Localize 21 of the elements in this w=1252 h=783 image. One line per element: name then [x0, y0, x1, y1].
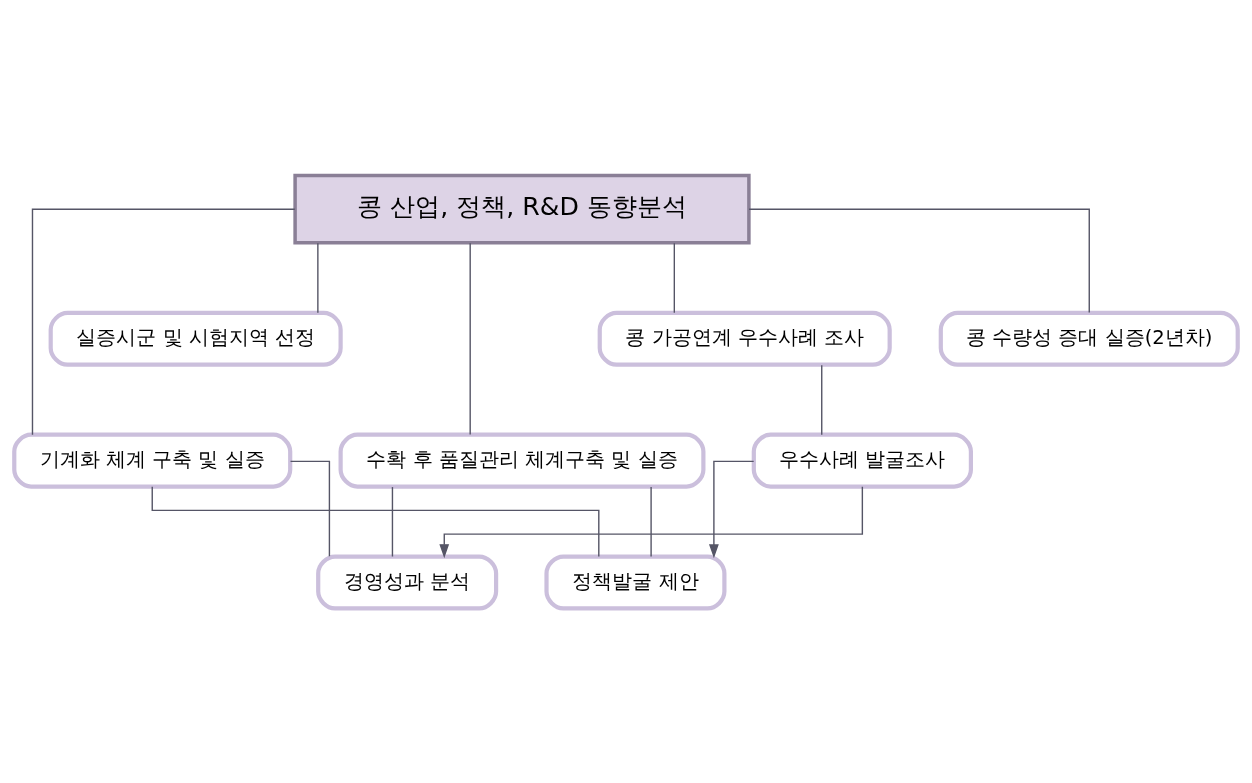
connector [821, 364, 823, 435]
node-box: 정책발굴 제안 [544, 553, 727, 610]
node-box: 기계화 체계 구축 및 실증 [12, 432, 293, 489]
arrow [709, 460, 755, 558]
connector [391, 485, 394, 557]
node-box: 수확 후 품질관리 체계구축 및 실증 [338, 432, 706, 489]
node-box: 경영성과 분석 [316, 553, 499, 610]
node-box: 실증시군 및 시험지역 선정 [48, 310, 343, 367]
connector [289, 460, 331, 557]
connector [748, 208, 1090, 313]
node-box: 콩 수량성 증대 실증(2년차) [938, 310, 1240, 367]
node-box: 우수사례 발굴조사 [751, 432, 973, 489]
connector [151, 485, 600, 557]
connector [650, 485, 652, 557]
connector [469, 241, 471, 435]
connector [317, 242, 319, 313]
node-box: 콩 산업, 정책, R&D 동향분석 [293, 173, 751, 245]
connector [31, 208, 296, 435]
arrow [439, 485, 864, 558]
node-box: 콩 가공연계 우수사례 조사 [597, 310, 892, 367]
connector [673, 242, 676, 313]
